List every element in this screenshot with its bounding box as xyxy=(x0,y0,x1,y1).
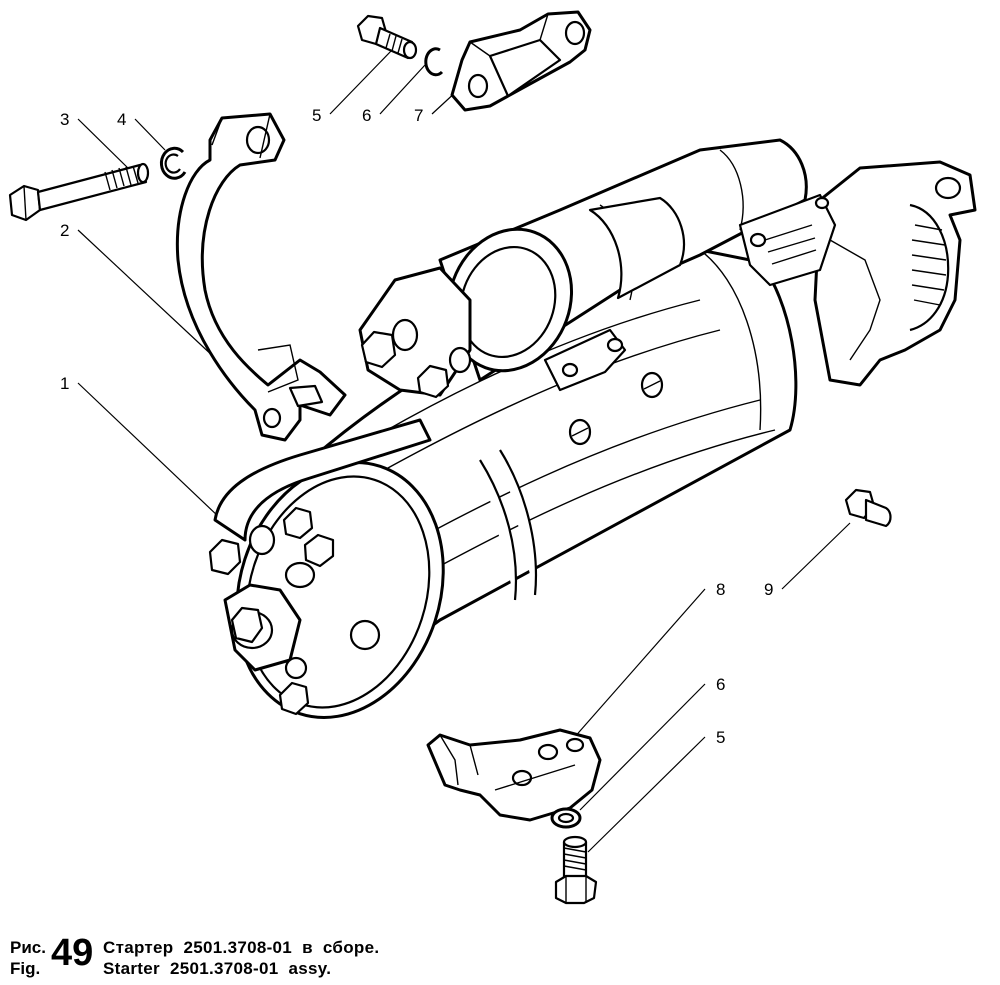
callout-4: 4 xyxy=(117,110,126,129)
part-4-lock-washer xyxy=(159,146,187,180)
callout-6-bottom: 6 xyxy=(716,675,725,694)
leader-lines xyxy=(77,49,851,853)
callout-6-top: 6 xyxy=(362,106,371,125)
starter-body xyxy=(208,160,977,719)
caption-label-ru: Рис. xyxy=(10,938,46,957)
part-7-clamp-plate xyxy=(450,10,592,112)
part-5-top-bolt xyxy=(356,14,418,60)
caption-label-en: Fig. xyxy=(10,959,41,978)
callout-numbers: 1 2 3 4 5 6 7 8 6 5 9 xyxy=(60,106,773,747)
callout-2: 2 xyxy=(60,221,69,240)
part-3-long-bolt xyxy=(8,162,150,222)
figure-number: 49 xyxy=(51,932,94,974)
part-6-bottom-washer xyxy=(550,807,582,829)
part-9-plug-bolt xyxy=(844,488,892,528)
callout-9: 9 xyxy=(764,580,773,599)
callout-1: 1 xyxy=(60,374,69,393)
part-2-bracket-strap xyxy=(175,112,347,442)
callout-7: 7 xyxy=(414,106,423,125)
callout-3: 3 xyxy=(60,110,69,129)
caption-title-en: Starter 2501.3708-01 assy. xyxy=(103,959,332,978)
caption-titles: Стартер 2501.3708-01 в сборе. Starter 25… xyxy=(103,937,379,979)
callout-5-top: 5 xyxy=(312,106,321,125)
solenoid xyxy=(358,138,881,399)
figure-caption: Рис. Fig. 49 Стартер 2501.3708-01 в сбор… xyxy=(10,932,710,981)
callout-5-bottom: 5 xyxy=(716,728,725,747)
part-6-top-washer xyxy=(424,47,444,77)
caption-title-ru: Стартер 2501.3708-01 в сборе. xyxy=(103,938,380,957)
part-8-bottom-bracket xyxy=(426,728,602,822)
callout-8: 8 xyxy=(716,580,725,599)
caption-labels: Рис. Fig. xyxy=(10,937,46,979)
part-5-bottom-bolt xyxy=(554,835,598,905)
